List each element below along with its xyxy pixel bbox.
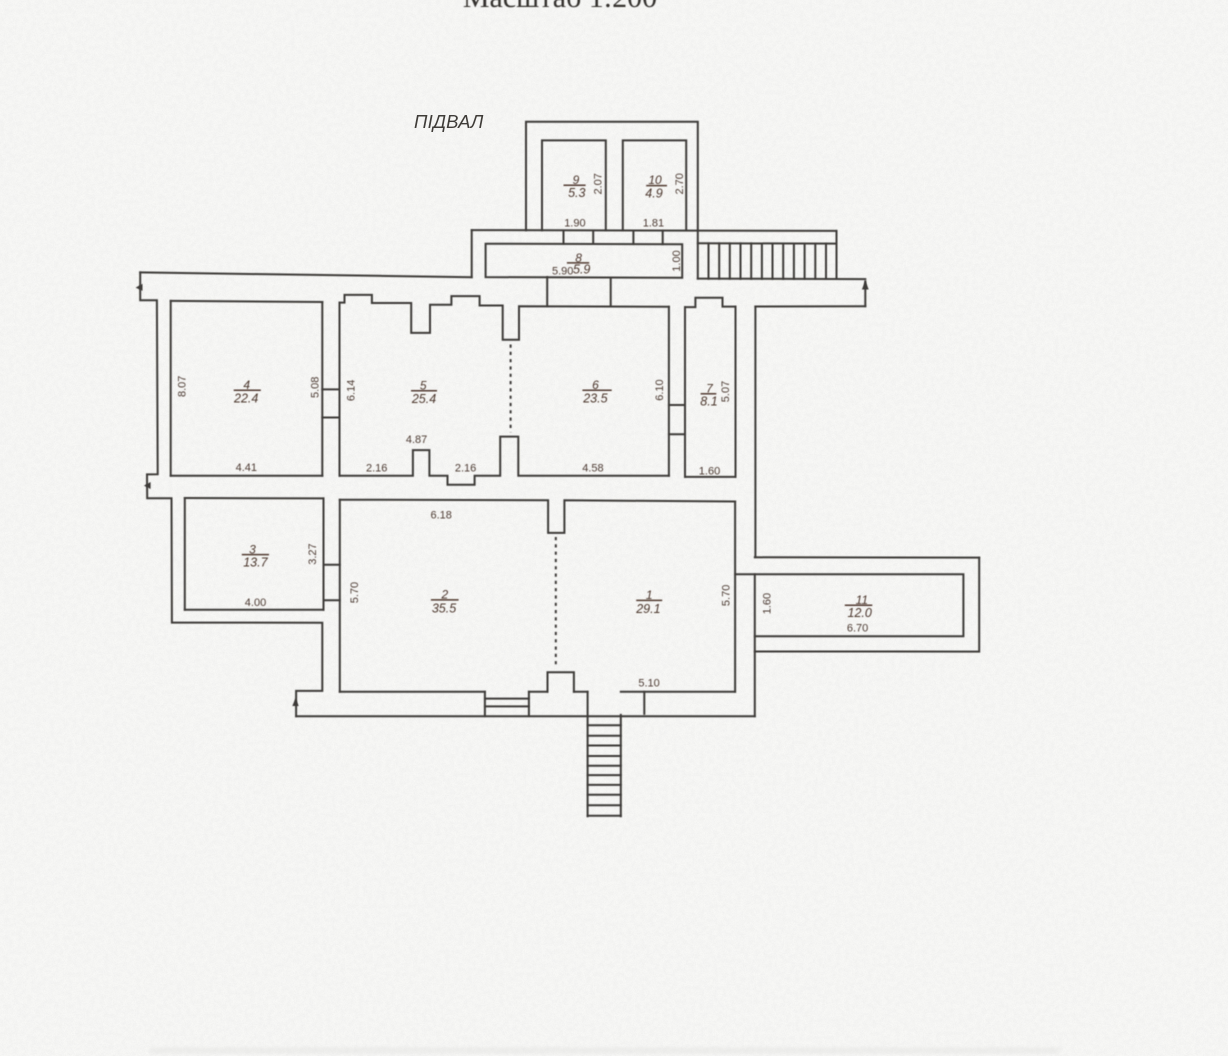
svg-text:5.07: 5.07 [720, 381, 732, 402]
svg-text:1.90: 1.90 [564, 218, 585, 230]
svg-text:3.27: 3.27 [307, 543, 319, 564]
svg-text:5.3: 5.3 [568, 186, 585, 200]
svg-text:29.1: 29.1 [635, 602, 660, 616]
svg-text:ПІДВАЛ: ПІДВАЛ [414, 111, 484, 132]
svg-text:4.87: 4.87 [406, 434, 427, 446]
svg-text:2: 2 [440, 587, 448, 601]
svg-text:25.4: 25.4 [411, 392, 436, 406]
svg-text:5.90: 5.90 [552, 265, 573, 277]
svg-text:5.9: 5.9 [573, 263, 590, 277]
svg-text:4.00: 4.00 [245, 597, 266, 609]
svg-text:7: 7 [706, 381, 714, 395]
svg-text:4.58: 4.58 [582, 463, 603, 475]
svg-text:5.10: 5.10 [638, 678, 659, 690]
svg-text:6.70: 6.70 [847, 623, 868, 635]
svg-text:6.14: 6.14 [345, 380, 357, 401]
svg-text:8: 8 [575, 251, 582, 265]
svg-text:Масштаб 1:200: Масштаб 1:200 [463, 0, 657, 14]
svg-text:1.60: 1.60 [699, 465, 720, 477]
svg-text:2.07: 2.07 [593, 173, 605, 194]
svg-text:35.5: 35.5 [432, 602, 456, 616]
svg-text:23.5: 23.5 [582, 392, 607, 406]
svg-text:8.07: 8.07 [177, 376, 189, 397]
svg-text:22.4: 22.4 [233, 391, 258, 405]
svg-text:5.08: 5.08 [309, 377, 321, 398]
svg-text:2.16: 2.16 [366, 463, 387, 475]
svg-text:5.70: 5.70 [349, 582, 361, 603]
svg-text:1.81: 1.81 [643, 218, 664, 230]
svg-text:3: 3 [249, 543, 256, 557]
svg-text:2.16: 2.16 [455, 463, 476, 475]
svg-text:2.70: 2.70 [674, 173, 686, 194]
svg-text:4.9: 4.9 [645, 186, 662, 200]
svg-text:1.60: 1.60 [761, 593, 773, 614]
svg-text:4: 4 [243, 378, 250, 392]
svg-text:5.70: 5.70 [720, 585, 732, 606]
svg-text:5: 5 [420, 379, 427, 393]
svg-text:6.18: 6.18 [430, 509, 451, 521]
svg-text:13.7: 13.7 [243, 556, 268, 570]
svg-text:11: 11 [856, 593, 868, 607]
svg-text:9: 9 [573, 173, 580, 187]
svg-text:1.00: 1.00 [671, 250, 683, 271]
svg-text:6: 6 [592, 378, 599, 392]
svg-text:6.10: 6.10 [654, 379, 666, 400]
svg-text:12.0: 12.0 [848, 606, 872, 620]
svg-text:10: 10 [648, 173, 662, 187]
svg-text:4.41: 4.41 [236, 462, 257, 474]
svg-text:1: 1 [646, 588, 653, 602]
svg-text:8.1: 8.1 [700, 395, 717, 409]
